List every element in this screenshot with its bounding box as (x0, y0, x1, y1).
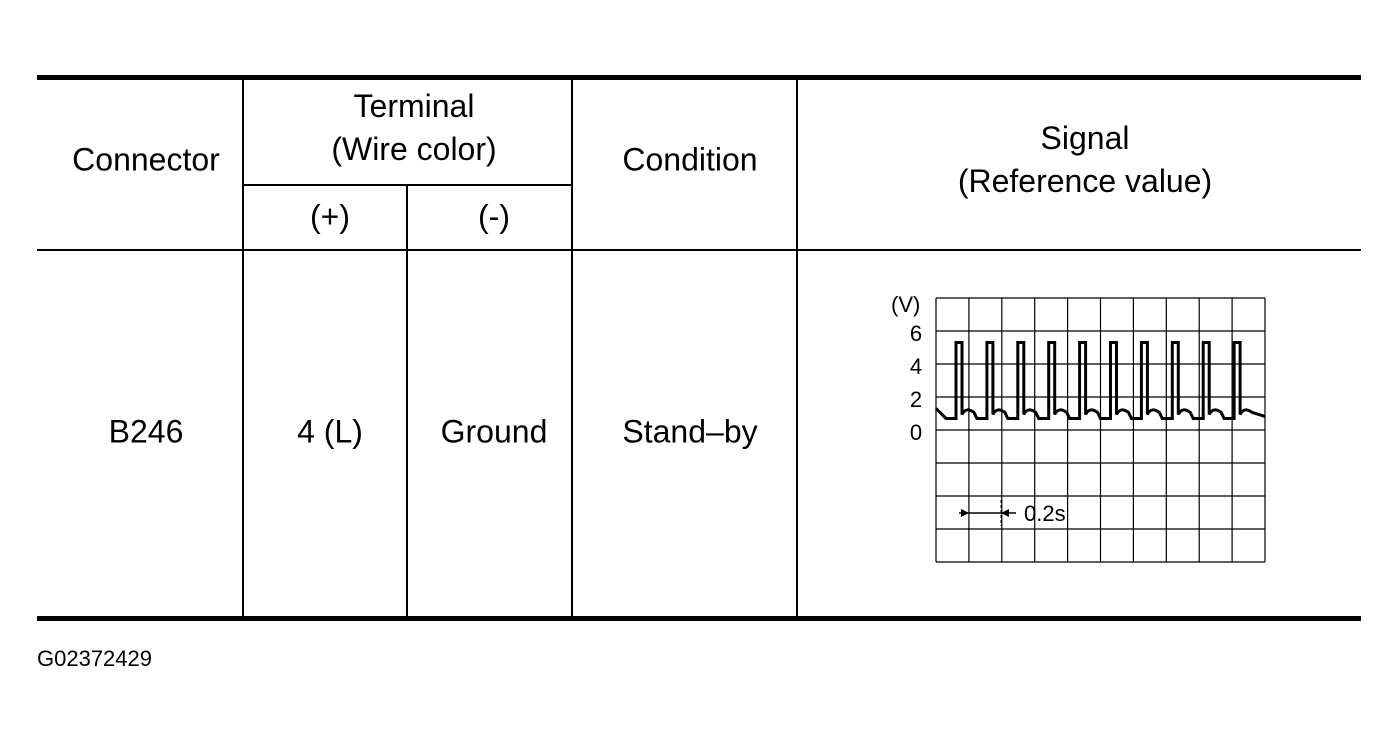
header-plus: (+) (310, 198, 350, 235)
arrow-right-icon (961, 509, 969, 517)
header-terminal-line2: (Wire color) (331, 131, 497, 167)
column-divider-plus-minus (406, 185, 408, 616)
header-divider (37, 249, 1361, 251)
unit-label: (V) (891, 292, 920, 317)
header-terminal-line1: Terminal (353, 87, 475, 124)
timebase-marker (959, 500, 1016, 526)
y-tick-2: 2 (910, 387, 922, 412)
header-connector: Connector (72, 141, 220, 178)
header-minus: (-) (478, 198, 510, 235)
signal-trace-line (934, 341, 1266, 420)
row-minus-terminal: Ground (440, 413, 548, 450)
column-divider-terminal (571, 80, 573, 616)
column-divider-connector (242, 80, 244, 616)
bottom-border (37, 616, 1361, 621)
column-divider-condition (796, 80, 798, 616)
y-tick-4: 4 (910, 354, 922, 379)
row-condition: Stand–by (622, 413, 758, 450)
row-connector: B246 (108, 413, 184, 450)
header-condition: Condition (622, 141, 758, 178)
header-terminal: Terminal (Wire color) (331, 85, 496, 171)
figure-id: G02372429 (37, 646, 152, 671)
timebase-label: 0.2s (1024, 501, 1066, 526)
waveform-trace (934, 341, 1266, 420)
y-tick-6: 6 (910, 321, 922, 346)
oscilloscope-grid (935, 297, 1266, 563)
row-plus-terminal: 4 (L) (297, 413, 363, 450)
top-border (37, 75, 1361, 80)
arrow-left-icon (1001, 509, 1009, 517)
header-signal: Signal (Reference value) (958, 117, 1212, 203)
header-signal-line2: (Reference value) (957, 163, 1213, 199)
header-signal-line1: Signal (1040, 119, 1130, 156)
y-tick-0: 0 (910, 420, 922, 445)
